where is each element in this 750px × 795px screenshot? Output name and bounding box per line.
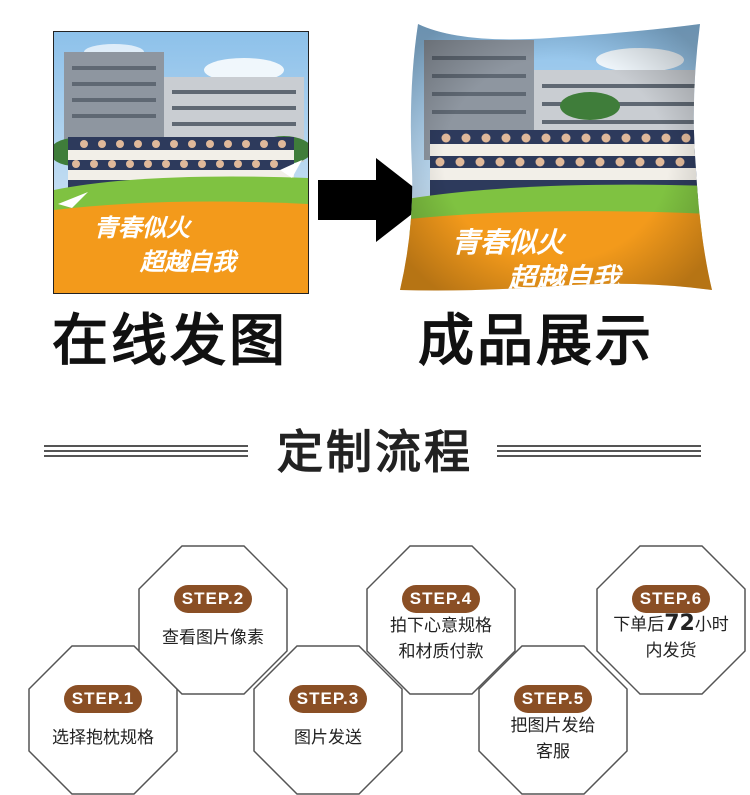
step-description: 把图片发给 客服 <box>478 713 628 765</box>
step-text-post: 小时 <box>694 615 729 635</box>
step-text-line: 拍下心意规格 <box>390 616 492 636</box>
step-text-line: 内发货 <box>645 641 697 661</box>
pillow-slogan-line2: 超越自我 <box>507 262 623 295</box>
step-5: STEP.5 把图片发给 客服 <box>478 645 628 795</box>
step-text-line: 选择抱枕规格 <box>52 728 154 748</box>
step-badge: STEP.3 <box>289 685 367 713</box>
pillow-slogan-line1: 青春似火 <box>452 226 567 259</box>
step-description: 图片发送 <box>253 725 403 751</box>
step-text-line: 图片发送 <box>294 728 362 748</box>
step-hours-number: 72 <box>664 611 695 636</box>
upload-caption: 在线发图 <box>52 309 288 374</box>
step-text-line: 下单后72小时 <box>596 611 746 638</box>
step-badge: STEP.2 <box>174 585 252 613</box>
title-rule-left <box>44 443 248 457</box>
step-text-line: 客服 <box>536 742 570 762</box>
photo-slogan-line2: 超越自我 <box>139 247 239 276</box>
step-description: 选择抱枕规格 <box>28 725 178 751</box>
step-text-line: 和材质付款 <box>398 642 484 662</box>
pillow-illustration: 青春似火 超越自我 <box>400 24 712 295</box>
step-1: STEP.1 选择抱枕规格 <box>28 645 178 795</box>
step-4: STEP.4 拍下心意规格 和材质付款 <box>366 545 516 695</box>
step-description: 拍下心意规格 和材质付款 <box>366 613 516 665</box>
step-3: STEP.3 图片发送 <box>253 645 403 795</box>
pillow-product: 青春似火 超越自我 <box>400 20 712 300</box>
step-text-line: 把图片发给 <box>510 716 596 736</box>
step-6: STEP.6 下单后72小时 内发货 <box>596 545 746 695</box>
step-badge: STEP.4 <box>402 585 480 613</box>
step-2: STEP.2 查看图片像素 <box>138 545 288 695</box>
section-title: 定制流程 <box>277 425 473 479</box>
result-caption: 成品展示 <box>418 309 654 374</box>
title-rule-right <box>497 443 701 457</box>
uploaded-photo: 青春似火 超越自我 <box>53 31 309 294</box>
step-badge: STEP.5 <box>514 685 592 713</box>
step-description: 下单后72小时 内发货 <box>596 611 746 664</box>
photo-slogan-line1: 青春似火 <box>94 213 193 242</box>
class-photo-illustration: 青春似火 超越自我 <box>54 32 308 293</box>
step-badge: STEP.6 <box>632 585 710 613</box>
step-text-line: 查看图片像素 <box>162 628 264 648</box>
step-text-pre: 下单后 <box>613 615 665 635</box>
step-description: 查看图片像素 <box>138 625 288 651</box>
arrow-right-icon <box>318 158 430 242</box>
step-badge: STEP.1 <box>64 685 142 713</box>
